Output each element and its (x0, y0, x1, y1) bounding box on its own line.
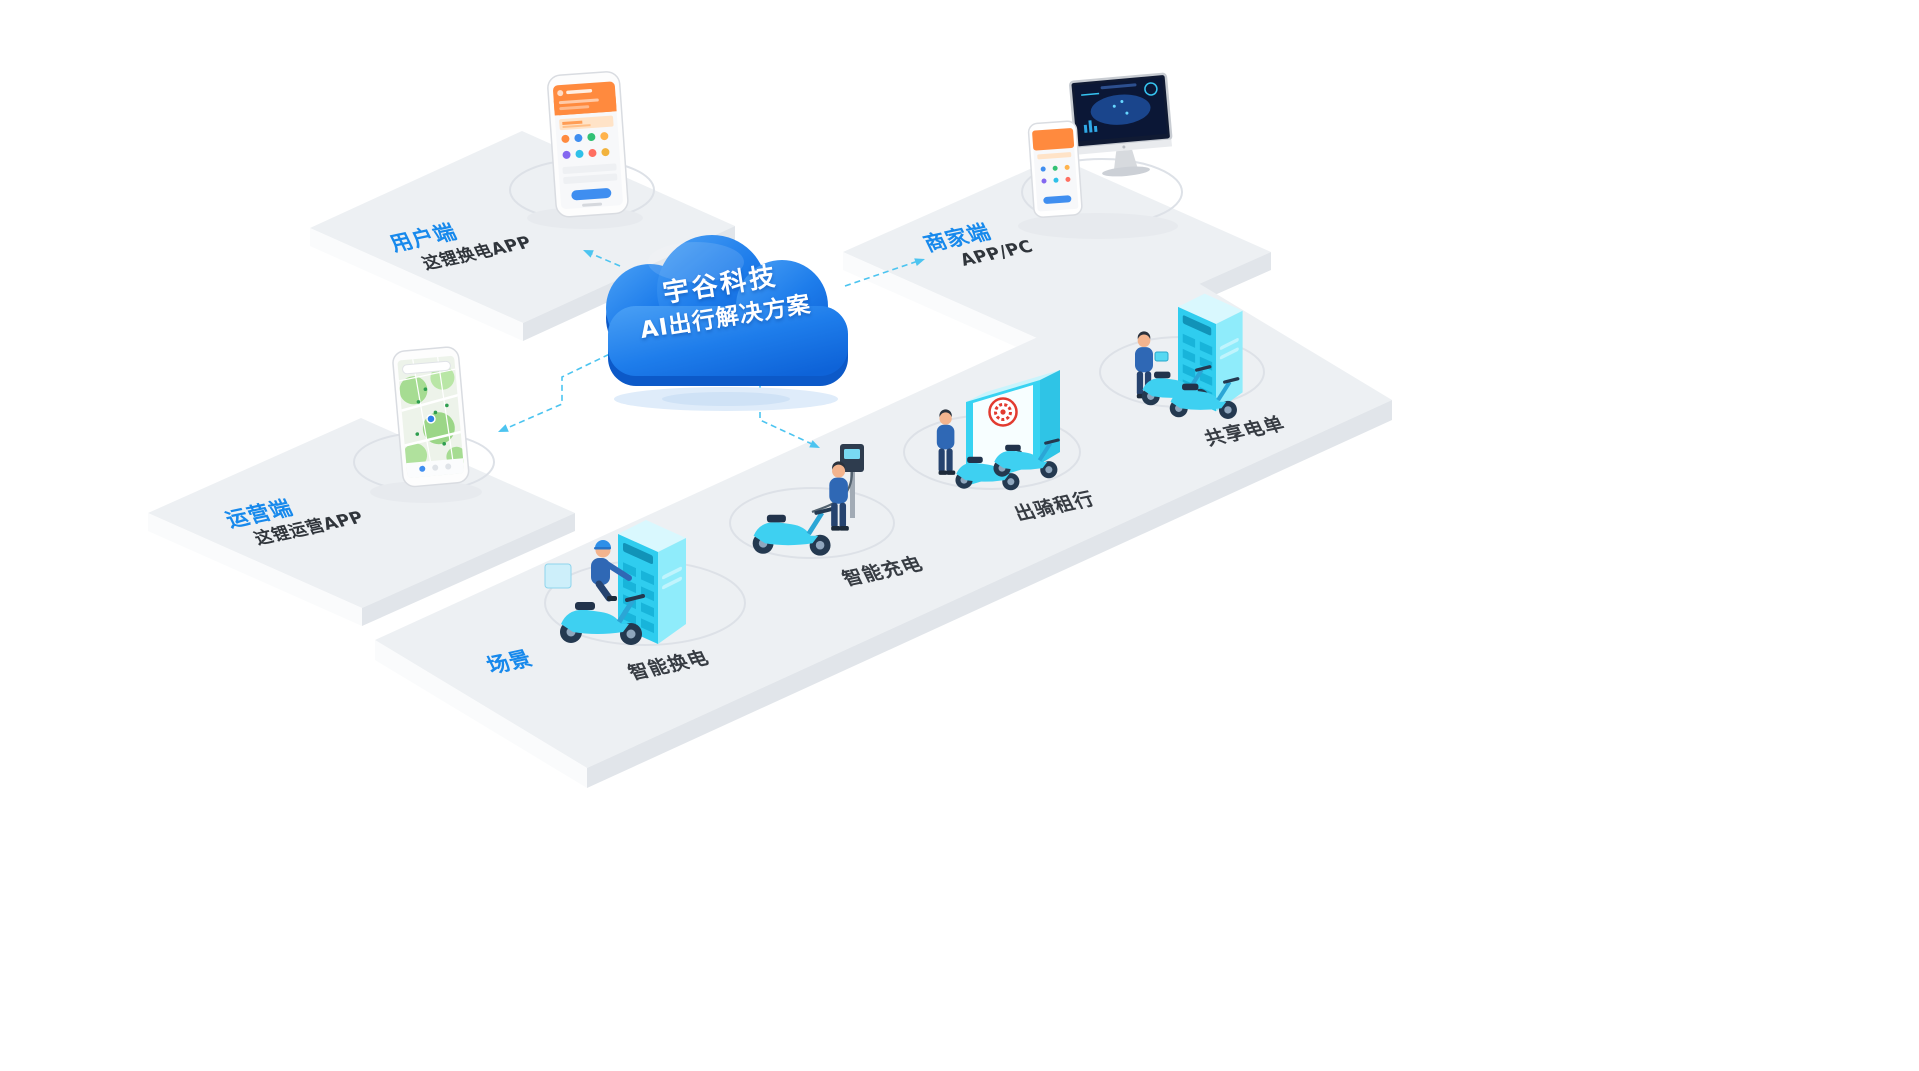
ride-rental-illustration (936, 370, 1061, 493)
battery-swap-illustration (544, 520, 686, 645)
arrow-cloud-to-operator (504, 349, 619, 430)
merchant-devices-shadow (1018, 213, 1178, 239)
arrow-cloud-to-user (591, 253, 621, 267)
smart-charging-illustration (753, 444, 864, 556)
merchant-phone-illustration (1027, 120, 1083, 218)
shared-ebike-illustration (1135, 294, 1243, 419)
arrow-cloud-to-merchant (844, 260, 919, 287)
merchant-monitor-illustration (1069, 72, 1173, 177)
operator-phone-illustration (392, 346, 470, 488)
operator-platform (148, 418, 575, 626)
user-phone-illustration (547, 71, 629, 218)
operator-phone-shadow (370, 481, 482, 503)
connector-arrowheads (498, 250, 925, 448)
cloud-shape (606, 235, 848, 386)
cloud-shadow (614, 387, 838, 411)
